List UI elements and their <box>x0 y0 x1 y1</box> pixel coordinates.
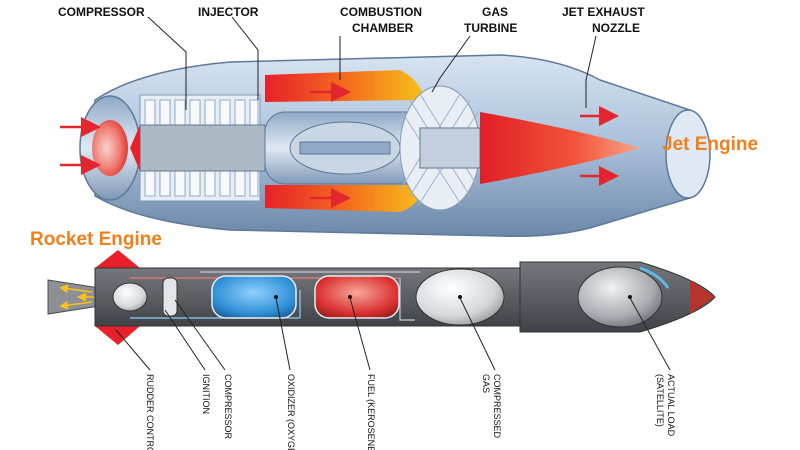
rocket-rudder-fin-top <box>95 250 140 268</box>
label-jet-injector: INJECTOR <box>198 5 259 19</box>
label-jet-nozzle-line1: JET EXHAUST <box>562 5 645 19</box>
jet-intake-cone <box>92 120 128 176</box>
jet-turbine-blades <box>399 85 481 211</box>
label-rocket-load-line1: ACTUAL LOAD <box>666 374 676 437</box>
rocket-nose-tip <box>690 280 715 314</box>
label-jet-combustion-line2: CHAMBER <box>352 21 414 35</box>
jet-combustion-flame-top <box>265 70 425 102</box>
label-rocket-load-line2: (SATELLITE) <box>655 374 665 427</box>
label-jet-compressor: COMPRESSOR <box>58 5 145 19</box>
label-jet-combustion-line1: COMBUSTION <box>340 5 422 19</box>
rocket-combustion-chamber <box>112 282 148 312</box>
jet-airflow-arrows <box>60 82 619 208</box>
label-jet-nozzle-line2: NOZZLE <box>592 21 640 35</box>
jet-leader-lines <box>147 16 597 110</box>
jet-nozzle-opening <box>665 109 711 199</box>
rocket-compressor <box>162 277 178 317</box>
rocket-fuel-tank <box>314 275 400 319</box>
label-rocket-oxidizer: OXIDIZER (OXYGEN) <box>286 374 296 450</box>
label-rocket-gas-line1: COMPRESSED <box>492 374 502 439</box>
label-rocket-compressor: COMPRESSOR <box>223 374 233 440</box>
rocket-rudder-fin-bottom <box>95 326 140 345</box>
jet-engine-title: Jet Engine <box>662 134 758 155</box>
label-jet-turbine-line2: TURBINE <box>464 21 517 35</box>
label-rocket-rudder-controls: RUDDER CONTROLS <box>145 374 155 450</box>
label-jet-turbine-line1: GAS <box>482 5 508 19</box>
rocket-engine: Rocket Engine <box>30 229 716 450</box>
rocket-satellite-payload <box>577 266 663 328</box>
jet-compressor-blades <box>130 94 266 202</box>
jet-exhaust-flame <box>480 112 640 184</box>
rocket-engine-title: Rocket Engine <box>30 229 162 250</box>
label-rocket-fuel: FUEL (KEROSENE) <box>366 374 376 450</box>
rocket-leader-lines <box>115 297 671 371</box>
label-rocket-gas-line2: GAS <box>481 374 491 393</box>
label-rocket-ignition: IGNITION <box>201 374 211 414</box>
rocket-oxidizer-tank <box>211 275 297 319</box>
jet-engine: COMPRESSOR INJECTOR COMBUSTION CHAMBER G… <box>58 5 758 237</box>
